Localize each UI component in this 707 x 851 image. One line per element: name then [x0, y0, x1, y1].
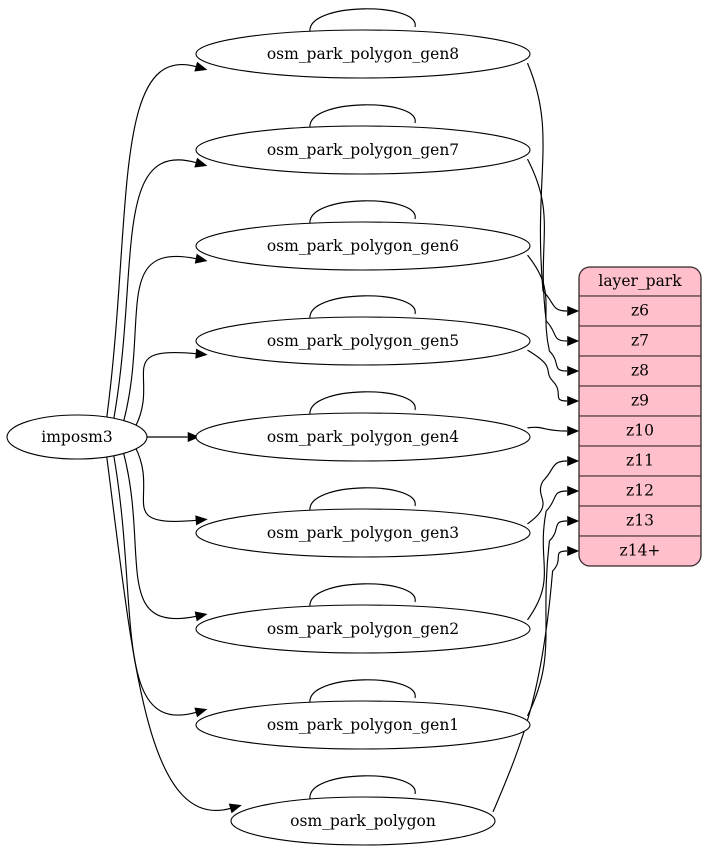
edge-arrowhead: [567, 485, 580, 497]
edge-imposm3-to-gen5: [134, 352, 197, 428]
edge-base-to-z14+: [492, 550, 568, 813]
node-label: osm_park_polygon: [290, 812, 436, 830]
edge-gen6-to-z8: [527, 254, 568, 372]
edge-arrowhead: [567, 305, 580, 317]
edge-gen3-to-z11: [527, 460, 568, 525]
edge-arrowhead: [567, 545, 580, 557]
edge-imposm3-to-gen7: [113, 159, 197, 419]
node-ellipse: [195, 700, 531, 750]
node-label: osm_park_polygon_gen8: [267, 45, 459, 63]
edge-imposm3-to-gen2: [122, 452, 197, 619]
edge-imposm3-to-gen6: [123, 256, 197, 422]
edge-arrowhead: [194, 611, 208, 622]
self-loop-edge: [309, 200, 416, 225]
self-loop-edge: [309, 391, 416, 416]
edge-arrowhead: [195, 348, 208, 359]
table-body: layer_park z6 z7 z8 z9 z10 z11 z12 z13 z14+: [579, 267, 701, 566]
edge-arrowhead: [567, 335, 580, 347]
table-row-label: z14+: [620, 542, 661, 560]
self-loop-edge: [309, 583, 416, 608]
node-label: osm_park_polygon_gen1: [267, 716, 459, 734]
edge-imposm3-to-gen3: [134, 446, 197, 522]
node-ellipse: [230, 796, 496, 846]
node-gen6[interactable]: osm_park_polygon_gen6: [195, 221, 531, 271]
table-row-label: z12: [626, 482, 654, 500]
edge-arrowhead: [567, 395, 580, 407]
node-gen3[interactable]: osm_park_polygon_gen3: [195, 508, 531, 558]
edge-imposm3-to-base: [106, 456, 231, 811]
table-outline: [578, 266, 702, 567]
self-loop-edge: [309, 104, 416, 129]
table-row-label: z7: [631, 332, 649, 350]
table-row-label: z11: [626, 452, 654, 470]
nodes-layer: imposm3 osm_park_polygon_gen8 osm_park_pol…: [6, 29, 531, 846]
edge-gen5-to-z9: [527, 349, 568, 402]
node-ellipse: [195, 221, 531, 271]
self-loop-edge: [309, 487, 416, 512]
edge-imposm3-to-gen8: [106, 64, 197, 418]
node-ellipse: [195, 412, 531, 462]
edge-imposm3-to-gen1: [113, 455, 197, 716]
node-label: osm_park_polygon_gen4: [267, 428, 459, 446]
node-gen8[interactable]: osm_park_polygon_gen8: [195, 29, 531, 79]
table-row[interactable]: [579, 295, 701, 327]
table-row-label: z8: [631, 362, 649, 380]
table-header-label: layer_park: [598, 272, 682, 290]
node-label: osm_park_polygon_gen6: [267, 237, 459, 255]
self-loop-edge: [309, 8, 416, 33]
edge-gen7-to-z7: [526, 158, 568, 342]
node-label: osm_park_polygon_gen7: [267, 141, 459, 159]
edge-arrowhead: [567, 365, 580, 377]
edge-arrowhead: [194, 253, 208, 264]
node-base[interactable]: osm_park_polygon: [230, 796, 496, 846]
edge-arrowhead: [567, 515, 580, 527]
edge-gen1-to-z13: [526, 520, 568, 717]
edge-arrowhead: [194, 707, 208, 718]
edge-arrowhead: [187, 431, 200, 443]
table-row-label: z10: [626, 422, 654, 440]
table-row-label: z6: [631, 302, 649, 320]
node-ellipse: [195, 316, 531, 366]
node-ellipse: [6, 414, 148, 460]
node-label: imposm3: [41, 428, 112, 446]
node-ellipse: [195, 29, 531, 79]
node-ellipse: [195, 604, 531, 654]
table-row-label: z13: [626, 512, 654, 530]
node-gen4[interactable]: osm_park_polygon_gen4: [195, 412, 531, 462]
table-row-label: z9: [631, 392, 649, 410]
node-gen5[interactable]: osm_park_polygon_gen5: [195, 316, 531, 366]
edge-gen2-to-z12: [527, 490, 568, 621]
node-ellipse: [195, 508, 531, 558]
node-label: osm_park_polygon_gen5: [267, 332, 459, 350]
edge-gen8-to-z6: [526, 62, 568, 312]
edge-arrowhead: [228, 803, 242, 814]
node-gen2[interactable]: osm_park_polygon_gen2: [195, 604, 531, 654]
edge-arrowhead: [567, 425, 580, 437]
layer-park-table: layer_park z6 z7 z8 z9 z10 z11 z12 z13 z14+: [578, 266, 702, 567]
self-loop-edge: [309, 679, 416, 704]
node-label: osm_park_polygon_gen3: [267, 524, 459, 542]
self-loop-edge: [309, 295, 416, 320]
table-row[interactable]: [579, 355, 701, 387]
node-gen7[interactable]: osm_park_polygon_gen7: [195, 125, 531, 175]
node-imposm3[interactable]: imposm3: [6, 414, 148, 460]
edge-gen4-to-z10: [527, 426, 568, 432]
node-gen1[interactable]: osm_park_polygon_gen1: [195, 700, 531, 750]
node-ellipse: [195, 125, 531, 175]
edge-arrowhead: [567, 455, 580, 467]
edge-arrowhead: [194, 157, 208, 168]
edge-arrowhead: [194, 61, 208, 72]
node-label: osm_park_polygon_gen2: [267, 620, 459, 638]
edge-arrowhead: [195, 515, 208, 526]
table-row[interactable]: [579, 535, 701, 566]
self-loop-edge: [309, 775, 416, 800]
table-row[interactable]: [579, 325, 701, 357]
